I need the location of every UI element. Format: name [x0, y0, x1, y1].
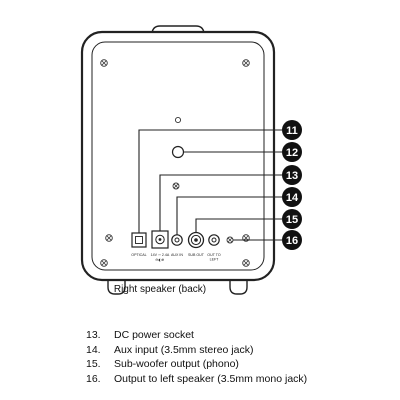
callout-16: 16 [282, 230, 302, 250]
svg-text:13: 13 [286, 170, 298, 182]
leader-line-15 [195, 218, 282, 233]
svg-text:12: 12 [286, 147, 298, 159]
port-12-reset-hole [171, 145, 185, 159]
callout-11: 11 [282, 120, 302, 140]
legend-item-text: Output to left speaker (3.5mm mono jack) [114, 372, 308, 385]
diagram-caption: Right speaker (back) [113, 284, 207, 295]
legend-item-number: 14. [86, 343, 101, 356]
legend-item-number: 16. [86, 372, 101, 385]
svg-text:16: 16 [286, 235, 298, 247]
corner-screw [105, 234, 113, 242]
port-aux-in [171, 234, 183, 246]
legend-item: 13. DC power socket [86, 328, 307, 343]
legend-item: 16. Output to left speaker (3.5mm mono ja… [86, 372, 307, 387]
legend-item: 14. Aux input (3.5mm stereo jack) [86, 343, 307, 358]
legend-item: 15. Sub-woofer output (phono) [86, 357, 307, 372]
callout-14: 14 [282, 187, 302, 207]
port-label-optical: OPTICAL [131, 253, 146, 257]
port-label-left: LEFT [210, 258, 220, 262]
corner-screw [100, 59, 108, 67]
legend-item-text: Sub-woofer output (phono) [114, 358, 239, 370]
corner-screw [242, 234, 250, 242]
port-optical [131, 232, 147, 248]
leader-line-14 [176, 196, 282, 235]
callout-13: 13 [282, 165, 302, 185]
ground-screw [172, 182, 180, 190]
corner-screw [100, 259, 108, 267]
port-label-polarity: ⊖◐⊕ [155, 258, 164, 262]
svg-text:14: 14 [286, 192, 299, 204]
port-out-to-left [208, 234, 220, 246]
port-label-dc-in: 14V ⎓ 2.4A [151, 253, 170, 257]
port-label-aux-in: AUX IN [171, 253, 183, 257]
legend-list: 13. DC power socket 14. Aux input (3.5mm s… [86, 328, 307, 386]
svg-text:11: 11 [286, 125, 298, 137]
port-label-out-to: OUT TO [207, 253, 221, 257]
legend-item-text: Aux input (3.5mm stereo jack) [114, 343, 254, 356]
corner-screw [242, 59, 250, 67]
port-sub-out [187, 231, 205, 249]
callout-15: 15 [282, 209, 302, 229]
legend-item-number: 15. [86, 358, 101, 370]
leader-line-13 [159, 174, 282, 231]
svg-text:15: 15 [286, 214, 298, 226]
port-dc-power [151, 230, 169, 249]
legend-item-text: DC power socket [114, 329, 194, 341]
speaker-handle [151, 25, 205, 34]
callout-12: 12 [282, 142, 302, 162]
port-label-sub-out: SUB OUT [188, 253, 205, 257]
legend-item-number: 13. [86, 329, 101, 341]
corner-screw [242, 259, 250, 267]
mounting-hole [174, 116, 182, 124]
leader-line-11 [138, 129, 282, 233]
